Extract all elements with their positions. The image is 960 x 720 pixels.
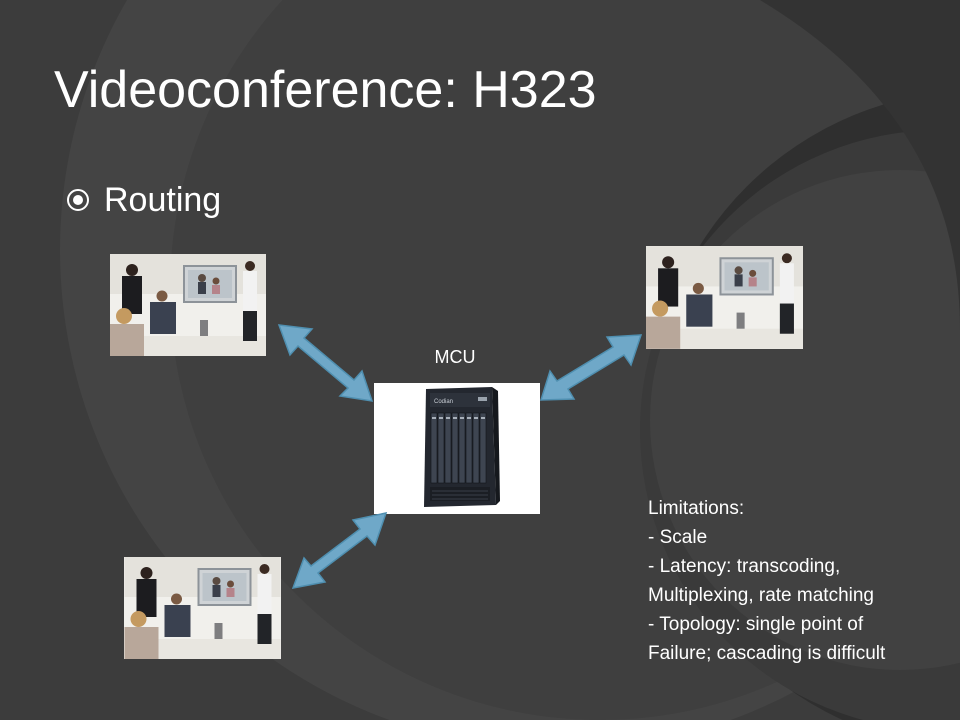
limitations-notes: Limitations: - Scale - Latency: transcod… — [648, 494, 885, 668]
note-line: Failure; cascading is difficult — [648, 643, 886, 664]
note-line: - Topology: single point of — [648, 614, 864, 635]
circle-dot-bullet-icon — [67, 189, 89, 211]
server-chassis-icon: Codian — [374, 383, 540, 514]
note-line: - Scale — [648, 527, 708, 548]
conference-room-photo-left — [110, 254, 266, 356]
video-conference-room-image — [124, 557, 281, 659]
conference-room-photo-bottom — [124, 557, 281, 659]
mcu-device-image: Codian — [374, 383, 540, 514]
conference-room-photo-right — [646, 246, 803, 349]
video-conference-room-image — [110, 254, 266, 356]
mcu-label: MCU — [434, 347, 476, 367]
slide-title: Videoconference: H323 — [54, 61, 597, 119]
note-line: - Latency: transcoding, — [648, 556, 841, 577]
video-conference-room-image — [646, 246, 803, 349]
note-line: Limitations: — [648, 498, 745, 519]
mcu-brand-text: Codian — [434, 399, 453, 405]
bullet-item: Routing — [66, 180, 221, 220]
bullet-text: Routing — [104, 180, 222, 219]
background-arc — [760, 0, 960, 330]
note-line: Multiplexing, rate matching — [648, 585, 874, 606]
